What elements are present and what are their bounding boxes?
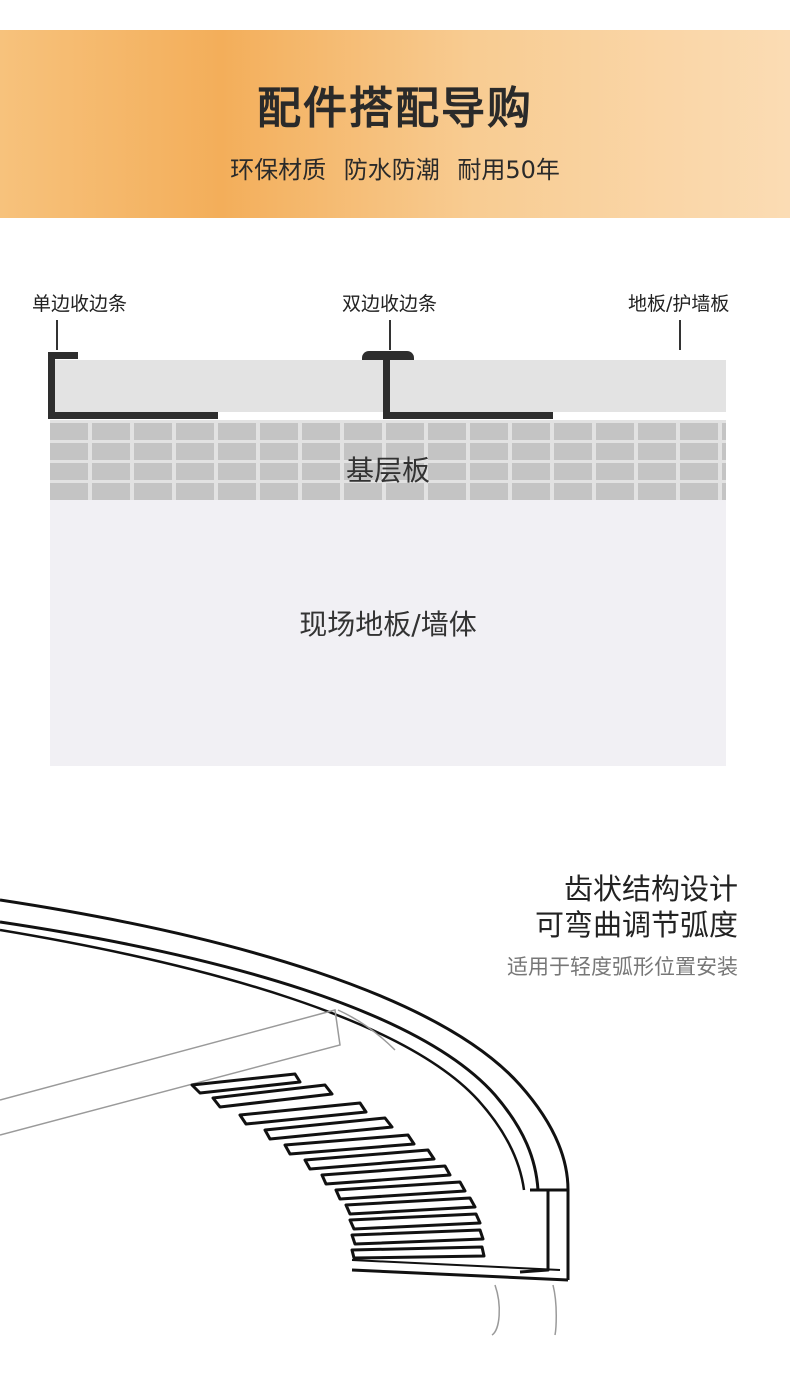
teeth-structure: [190, 1072, 486, 1260]
label-floor-panel: 地板/护墙板: [628, 293, 730, 315]
strip-inner-edge: [0, 920, 540, 1191]
leader-line-panel: [679, 320, 681, 350]
leader-line-single: [56, 320, 58, 350]
page-title: 配件搭配导购: [257, 83, 533, 134]
feature-title-line2: 可弯曲调节弧度: [534, 908, 738, 942]
site-floor-layer: [50, 500, 726, 766]
feature-description: 适用于轻度弧形位置安装: [507, 955, 738, 979]
strip-outer-edge: [0, 898, 570, 1280]
label-double-edge-strip: 双边收边条: [342, 293, 438, 315]
feature-title-line1: 齿状结构设计: [563, 872, 738, 906]
label-single-edge-strip: 单边收边条: [32, 293, 128, 315]
curved-strip-illustration: [0, 898, 570, 1336]
header-banner: [0, 30, 790, 218]
site-floor-label: 现场地板/墙体: [299, 608, 477, 641]
base-board-layer: [50, 420, 726, 500]
leader-line-double: [389, 320, 391, 350]
base-board-label: 基层板: [345, 454, 430, 487]
page-subtitle: 环保材质 防水防潮 耐用50年: [230, 156, 560, 184]
